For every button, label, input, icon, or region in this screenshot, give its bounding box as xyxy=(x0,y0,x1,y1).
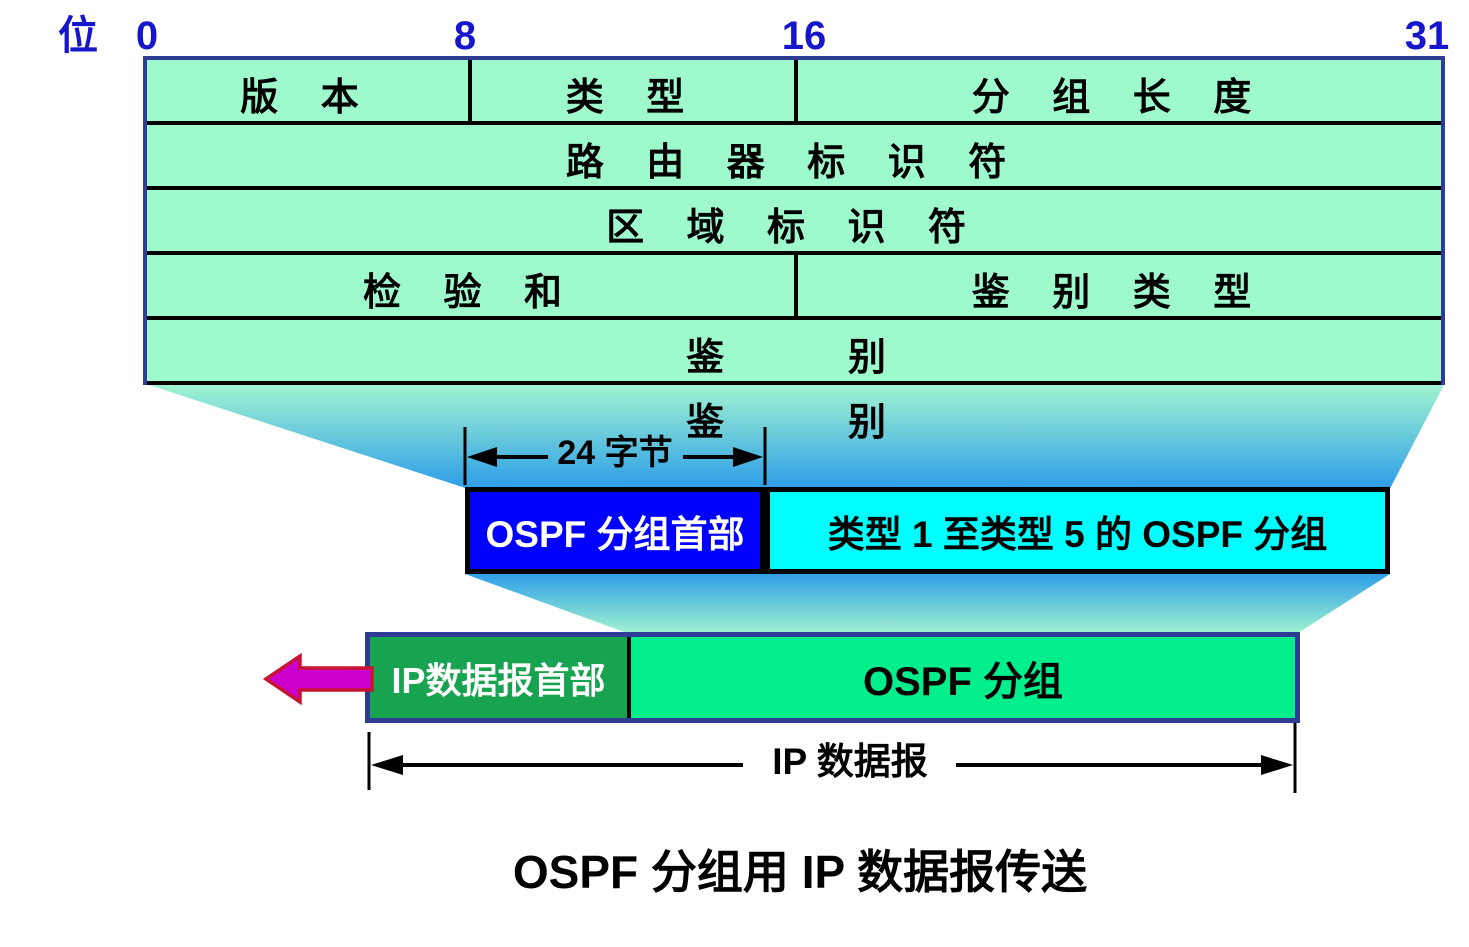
ospf-packet-header-box: OSPF 分组首部 xyxy=(465,487,765,574)
table-row: 路 由 器 标 识 符 xyxy=(147,121,1441,186)
table-row: 鉴 别 xyxy=(147,381,1441,446)
ospf-packet-body-box: 类型 1 至类型 5 的 OSPF 分组 xyxy=(765,487,1390,574)
bit-scale-label: 位 xyxy=(58,14,98,58)
field-packet-length: 分 组 长 度 xyxy=(793,60,1441,121)
diagram-caption: OSPF 分组用 IP 数据报传送 xyxy=(512,846,1088,898)
ip-datagram-header-box: IP数据报首部 xyxy=(370,637,631,718)
field-authentication-1: 鉴 别 xyxy=(686,337,902,379)
ospf-header-table: 版 本 类 型 分 组 长 度 路 由 器 标 识 符 区 域 标 识 符 检 … xyxy=(143,56,1445,444)
field-router-id: 路 由 器 标 识 符 xyxy=(565,142,1023,184)
ospf-packet-in-ip-box: OSPF 分组 xyxy=(631,637,1295,718)
dimension-24-bytes-label: 24 字节 xyxy=(557,434,673,472)
bit-tick-8: 8 xyxy=(453,14,477,58)
ip-datagram-bar: IP数据报首部 OSPF 分组 xyxy=(365,632,1300,723)
table-row: 版 本 类 型 分 组 长 度 xyxy=(147,60,1441,121)
dimension-24-bytes-arrow-icon xyxy=(463,427,767,485)
field-type: 类 型 xyxy=(467,60,794,121)
bit-tick-16: 16 xyxy=(781,14,827,58)
bit-tick-31: 31 xyxy=(1404,14,1450,58)
funnel-ospf-packet-to-ip-datagram xyxy=(465,574,1390,634)
dimension-ip-datagram-label: IP 数据报 xyxy=(772,741,928,782)
table-row: 检 验 和 鉴 别 类 型 xyxy=(147,251,1441,316)
table-row: 区 域 标 识 符 xyxy=(147,186,1441,251)
field-auth-type: 鉴 别 类 型 xyxy=(794,255,1441,316)
field-checksum: 检 验 和 xyxy=(363,272,578,314)
field-version: 版 本 xyxy=(240,77,375,119)
table-row: 鉴 别 xyxy=(147,316,1441,381)
field-authentication-2: 鉴 别 xyxy=(686,402,902,444)
bit-tick-0: 0 xyxy=(135,14,159,58)
send-left-arrow-icon xyxy=(262,652,374,706)
field-area-id: 区 域 标 识 符 xyxy=(606,207,982,249)
dimension-ip-datagram-arrow-icon xyxy=(367,723,1297,793)
